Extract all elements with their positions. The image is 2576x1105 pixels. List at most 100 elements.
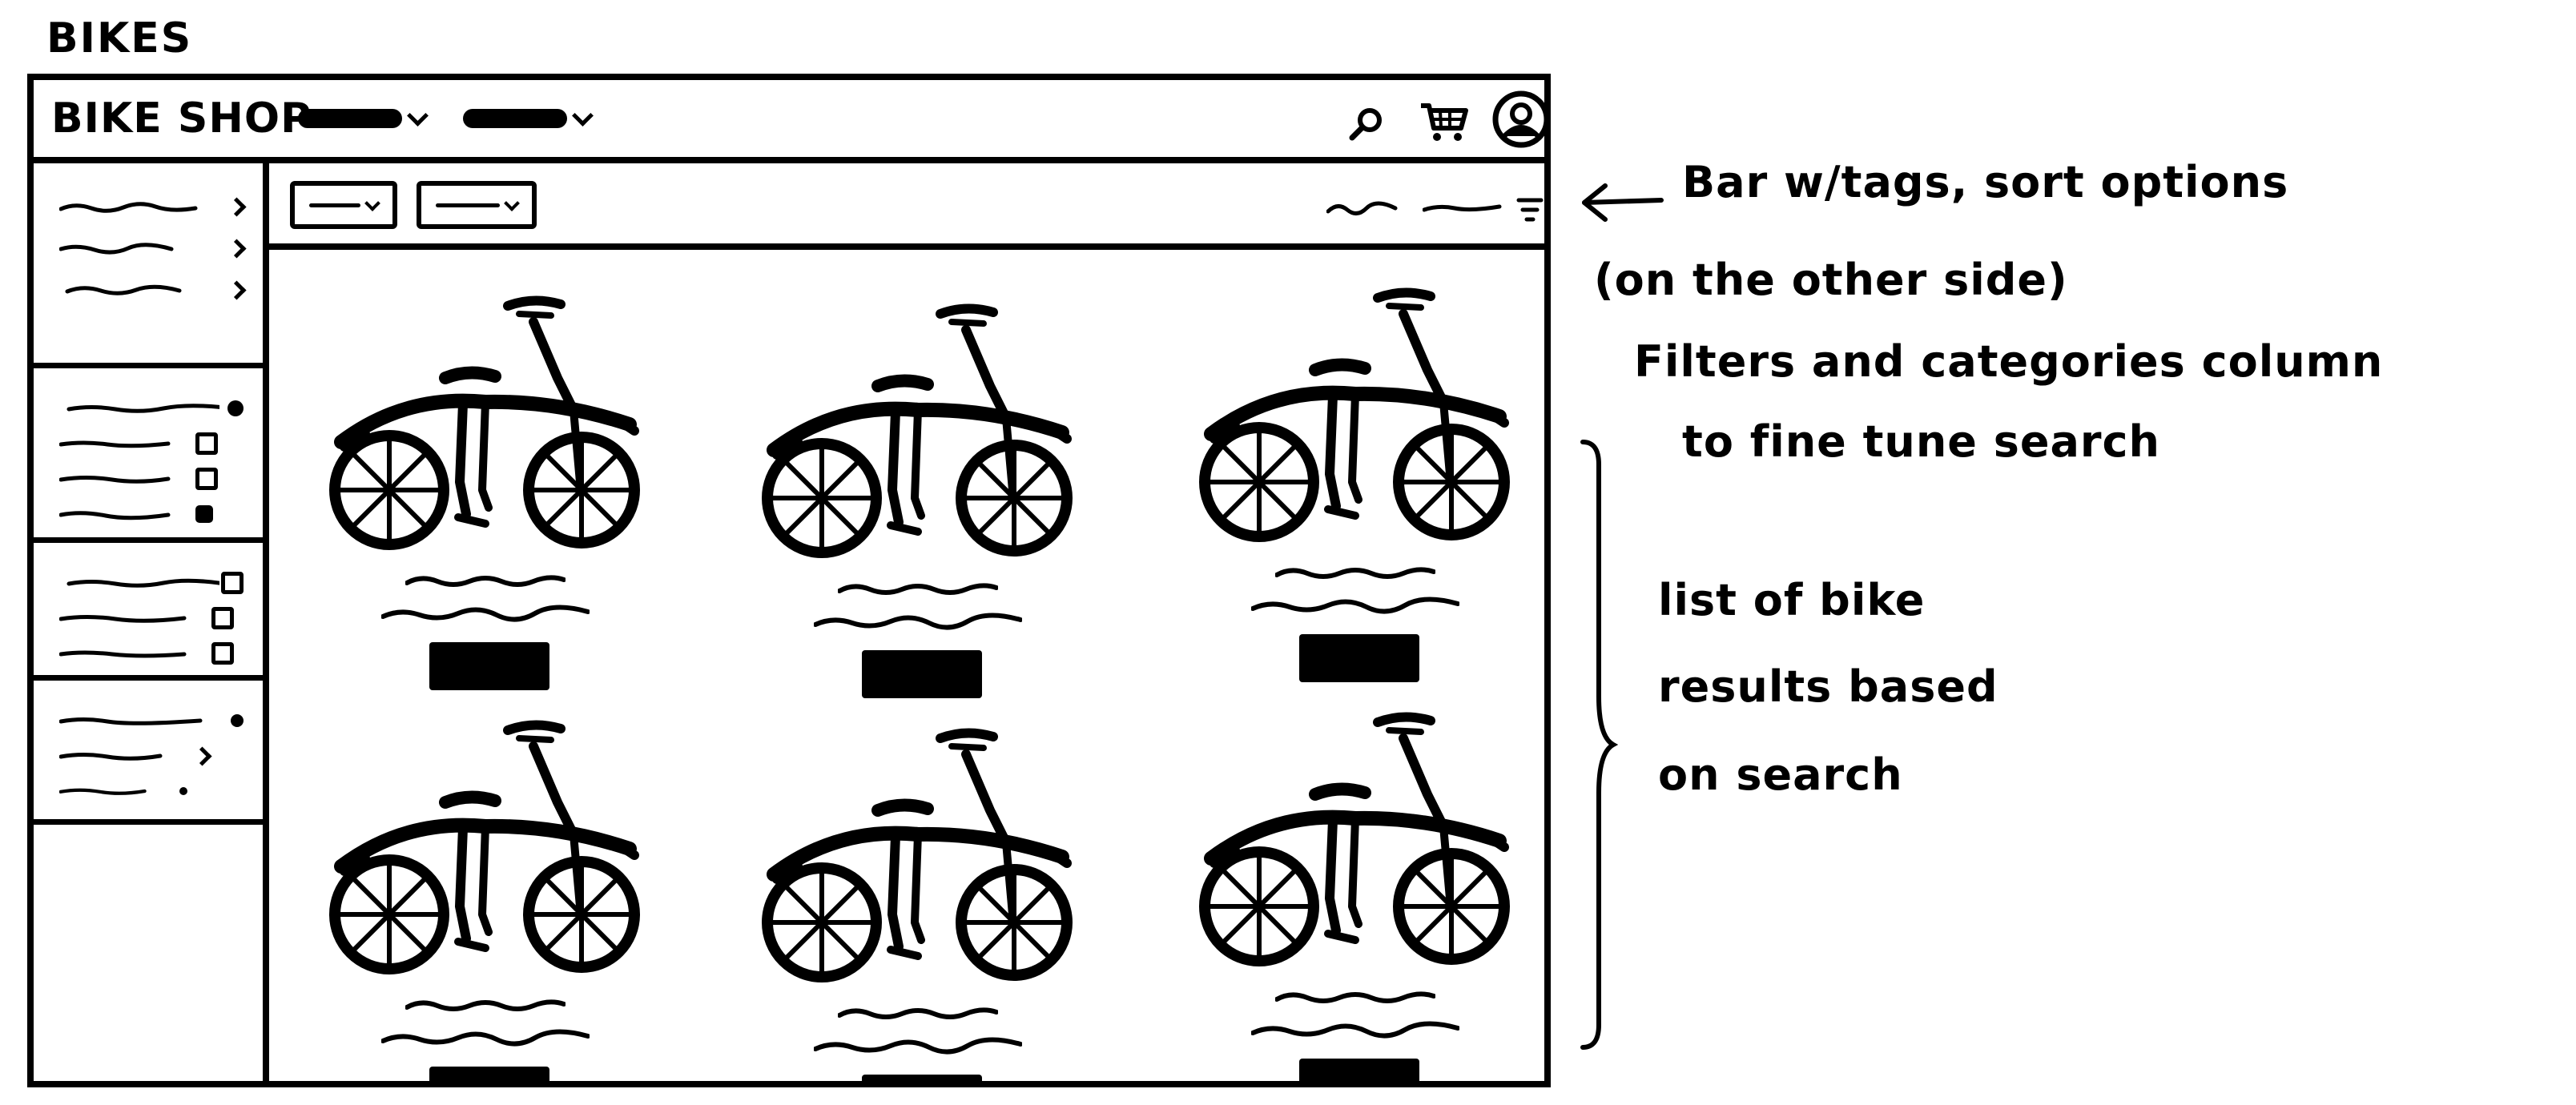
filter-option[interactable] xyxy=(59,461,244,496)
item-label xyxy=(65,284,182,295)
annotation-sidebar-3: to fine tune search xyxy=(1682,416,2160,467)
product-detail xyxy=(814,1037,1022,1055)
tag-sort-bar xyxy=(269,163,1544,250)
bullet-icon xyxy=(179,787,187,795)
annotation-list-1: list of bike xyxy=(1658,575,1926,625)
page-title: BIKES xyxy=(46,14,193,62)
checkbox-icon[interactable] xyxy=(221,572,244,594)
bike-image xyxy=(1199,712,1510,966)
cart-icon[interactable] xyxy=(1419,101,1471,147)
product-name xyxy=(405,999,566,1011)
checkbox-icon[interactable] xyxy=(211,642,234,665)
annotation-list-2: results based xyxy=(1658,661,1998,712)
sort-option-1[interactable] xyxy=(1326,199,1399,218)
bike-image xyxy=(1199,287,1510,542)
brand-logo[interactable]: BIKE SHOP xyxy=(51,94,312,143)
product-name xyxy=(1275,567,1435,579)
option-filter-group xyxy=(34,681,263,825)
filter-heading xyxy=(59,391,244,426)
item-label xyxy=(59,202,198,213)
checkbox-icon[interactable] xyxy=(211,607,234,629)
sort-icon[interactable] xyxy=(1515,194,1544,226)
option-label xyxy=(59,476,171,484)
checkbox-checked-icon[interactable] xyxy=(195,505,213,523)
account-icon[interactable] xyxy=(1491,90,1551,152)
filter-heading xyxy=(59,703,244,738)
chevron-down-icon xyxy=(407,104,429,127)
annotation-sidebar-1: (on the other side) xyxy=(1594,255,2068,305)
chevron-right-icon xyxy=(227,279,247,300)
price-button[interactable] xyxy=(1299,634,1419,682)
chevron-down-icon xyxy=(572,104,594,127)
filter-option[interactable] xyxy=(59,426,244,461)
price-button[interactable] xyxy=(1299,1059,1419,1081)
curly-brace-icon xyxy=(1580,440,1618,1050)
category-item[interactable] xyxy=(59,269,247,311)
chevron-right-icon xyxy=(227,196,247,217)
category-item[interactable] xyxy=(59,227,247,269)
annotation-bar: Bar w/tags, sort options xyxy=(1682,157,2289,207)
option-label xyxy=(59,511,171,520)
category-filter-group xyxy=(34,163,263,368)
price-button[interactable] xyxy=(862,1075,982,1081)
group-label xyxy=(66,578,219,588)
filter-option[interactable] xyxy=(59,774,244,809)
checkbox-icon[interactable] xyxy=(195,432,218,455)
group-label xyxy=(59,717,203,725)
group-label xyxy=(66,404,219,413)
chevron-down-icon xyxy=(364,195,380,211)
product-detail xyxy=(814,613,1022,630)
main-content xyxy=(269,163,1544,1081)
product-card[interactable] xyxy=(1187,706,1523,1081)
checkbox-icon[interactable] xyxy=(195,468,218,490)
filter-option[interactable] xyxy=(59,496,244,532)
annotation-list-3: on search xyxy=(1658,749,1903,800)
tag-label xyxy=(309,203,360,207)
filter-option[interactable] xyxy=(59,738,244,774)
bike-image xyxy=(762,303,1073,558)
option-label xyxy=(59,753,163,761)
bike-image xyxy=(762,728,1073,982)
tag-label xyxy=(436,203,500,207)
product-name xyxy=(838,1007,998,1019)
radio-icon[interactable] xyxy=(231,714,244,727)
filter-sidebar xyxy=(34,163,269,1081)
product-name xyxy=(1275,991,1435,1003)
product-card[interactable] xyxy=(317,290,654,706)
nav-dropdown-label xyxy=(298,109,402,128)
product-detail xyxy=(1251,597,1459,614)
product-card[interactable] xyxy=(317,714,654,1081)
category-item[interactable] xyxy=(59,186,247,227)
price-button[interactable] xyxy=(862,650,982,698)
chevron-right-icon xyxy=(227,238,247,259)
option-label xyxy=(59,615,187,623)
chevron-right-icon xyxy=(192,745,212,766)
price-button[interactable] xyxy=(429,1067,549,1081)
bike-image xyxy=(329,720,640,974)
filter-option[interactable] xyxy=(59,601,244,636)
product-name xyxy=(838,583,998,595)
arrow-left-icon xyxy=(1582,183,1664,222)
price-button[interactable] xyxy=(429,642,549,690)
sort-option-2[interactable] xyxy=(1423,199,1503,218)
app-window: BIKE SHOP xyxy=(27,74,1551,1087)
item-label xyxy=(59,243,174,255)
product-name xyxy=(405,575,566,587)
radio-icon[interactable] xyxy=(227,400,244,416)
nav-dropdown-1[interactable] xyxy=(298,104,429,128)
product-card[interactable] xyxy=(1187,282,1523,698)
top-navigation-bar: BIKE SHOP xyxy=(34,80,1550,163)
product-grid xyxy=(269,250,1544,1081)
tag-dropdown-2[interactable] xyxy=(417,181,537,229)
product-card[interactable] xyxy=(750,722,1086,1081)
chevron-down-icon xyxy=(504,195,520,211)
filter-option[interactable] xyxy=(59,636,244,671)
product-detail xyxy=(381,605,590,622)
product-card[interactable] xyxy=(750,298,1086,714)
bike-image xyxy=(329,295,640,550)
search-icon[interactable] xyxy=(1347,104,1387,147)
option-filter-group xyxy=(34,543,263,681)
tag-dropdown-1[interactable] xyxy=(290,181,397,229)
nav-dropdown-2[interactable] xyxy=(463,104,594,128)
option-label xyxy=(59,650,187,658)
